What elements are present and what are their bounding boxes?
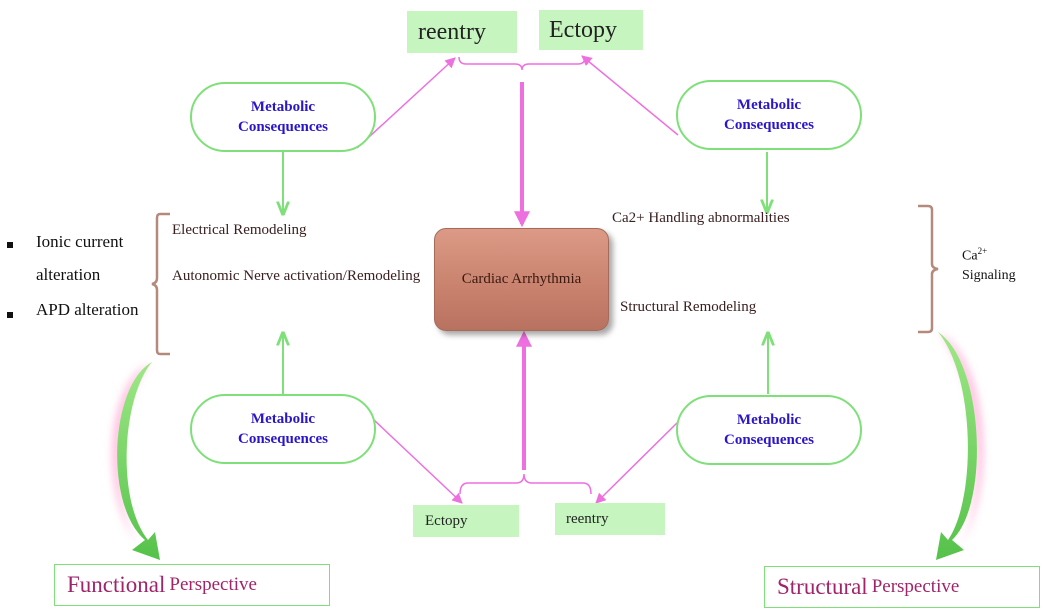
metabolic-bottom-left: Metabolic Consequences <box>190 394 376 464</box>
metabolic-line1: Metabolic <box>250 411 316 427</box>
metabolic-top-left: Metabolic Consequences <box>190 82 376 152</box>
bottom-ectopy-label: Ectopy <box>425 512 468 529</box>
ionic-alteration-label: alteration <box>36 265 101 284</box>
structural-small: Perspective <box>871 576 960 597</box>
functional-curved-arrow <box>112 362 160 560</box>
calcium-handling-label: Ca2+ Handling abnormalities <box>612 210 790 226</box>
metabolic-line2: Consequences <box>237 119 328 135</box>
electrical-remodeling-label: Electrical Remodeling <box>172 222 307 238</box>
structural-big: Structural <box>777 574 868 599</box>
bottom-brace <box>459 473 592 495</box>
right-bracket <box>918 204 939 334</box>
bottom-reentry-box: reentry <box>555 503 665 535</box>
metabolic-bottom-right: Metabolic Consequences <box>676 395 862 465</box>
metabolic-line2: Consequences <box>237 431 328 447</box>
ca-base: Ca <box>962 248 978 264</box>
structural-perspective-box: Structural Perspective <box>764 566 1040 608</box>
arrow-br-to-reentry <box>595 419 681 504</box>
functional-small: Perspective <box>169 574 257 595</box>
bullet-icon <box>7 312 13 318</box>
structural-remodeling-label: Structural Remodeling <box>620 299 757 315</box>
metabolic-line2: Consequences <box>723 432 814 448</box>
metabolic-line1: Metabolic <box>736 97 802 113</box>
cardiac-arrhythmia-label: Cardiac Arrhythmia <box>461 271 582 287</box>
apd-alteration-label: APD alteration <box>36 300 139 319</box>
left-bracket <box>151 212 170 356</box>
autonomic-nerve-label: Autonomic Nerve activation/Remodeling <box>172 268 421 284</box>
ca-signaling-line1: Ca2+ <box>962 246 987 265</box>
metabolic-line2: Consequences <box>723 117 814 133</box>
cardiac-arrhythmia-box: Cardiac Arrhythmia <box>434 228 609 331</box>
bottom-reentry-label: reentry <box>566 510 609 527</box>
top-reentry-box: reentry <box>407 11 517 53</box>
structural-curved-arrow <box>936 332 984 560</box>
metabolic-top-right: Metabolic Consequences <box>676 80 862 150</box>
ca-sup: 2+ <box>977 246 988 256</box>
arrow-bl-to-ectopy <box>373 419 463 504</box>
top-ectopy-box: Ectopy <box>539 10 643 50</box>
bottom-ectopy-box: Ectopy <box>413 505 519 537</box>
ca-signaling-line2: Signaling <box>962 268 1016 283</box>
arrow-tl-to-reentry <box>356 57 456 149</box>
top-reentry-label: reentry <box>418 18 486 45</box>
metabolic-line1: Metabolic <box>736 412 802 428</box>
ionic-current-label: Ionic current <box>36 232 124 251</box>
top-brace <box>458 56 586 71</box>
functional-big: Functional <box>67 572 166 597</box>
arrow-tr-to-ectopy <box>581 55 679 136</box>
top-ectopy-label: Ectopy <box>549 16 617 43</box>
bullet-icon <box>7 242 13 248</box>
functional-perspective-box: Functional Perspective <box>54 564 330 606</box>
metabolic-line1: Metabolic <box>250 99 316 115</box>
